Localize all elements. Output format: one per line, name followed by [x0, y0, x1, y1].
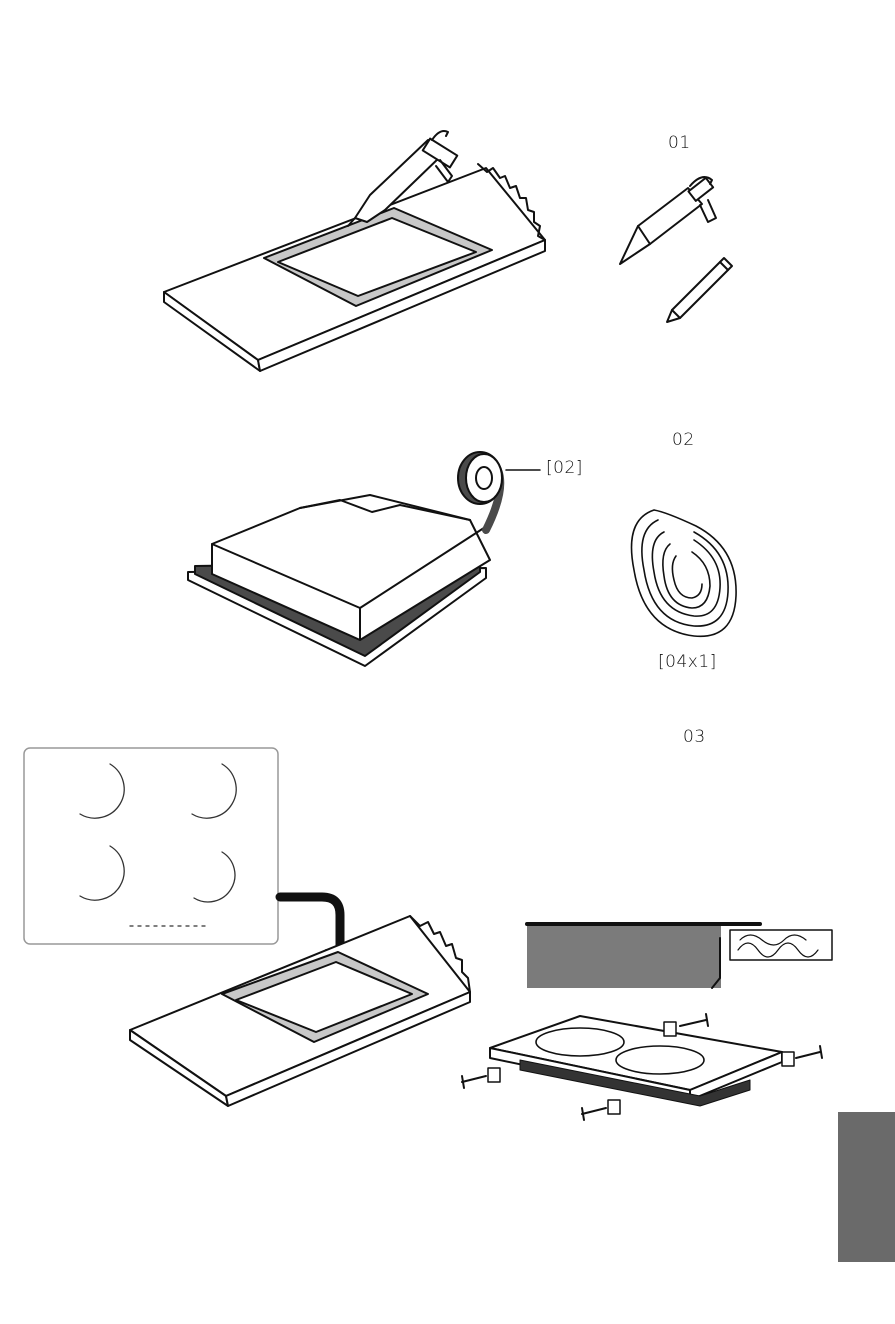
tape-roll-icon	[458, 452, 540, 530]
caulking-gun-icon	[620, 177, 716, 264]
foam-strip-coil-icon	[632, 510, 737, 636]
pencil-icon	[667, 258, 732, 322]
side-tab-marker	[838, 1112, 895, 1262]
step-03-hob-top-view	[24, 748, 278, 944]
step-03-section-detail	[527, 924, 832, 988]
step-03-hob-with-brackets	[490, 1016, 782, 1106]
step-02-hob-body	[212, 495, 490, 640]
